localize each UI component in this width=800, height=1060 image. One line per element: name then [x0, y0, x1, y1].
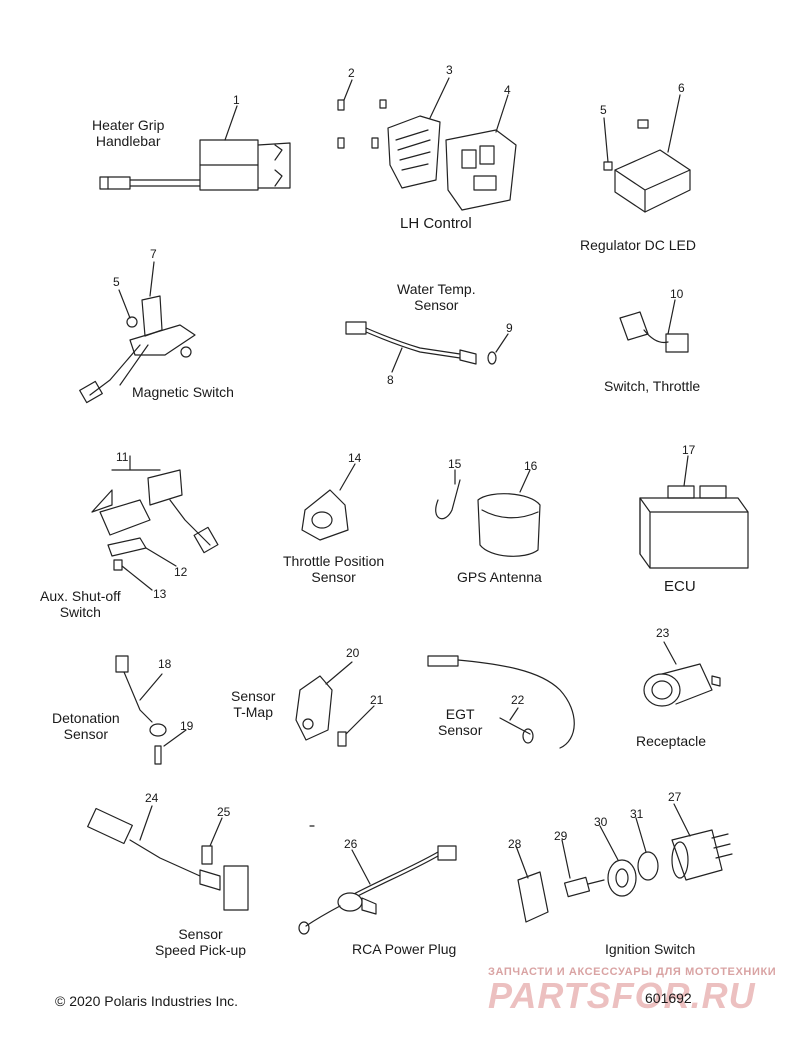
callout-5a: 5 — [600, 103, 607, 117]
label-switch-throttle: Switch, Throttle — [604, 378, 701, 394]
label-speed-pickup: Sensor Speed Pick-up — [155, 926, 247, 958]
callout-27: 27 — [668, 790, 682, 804]
throttle-position-sensor-part — [301, 463, 356, 541]
callout-20: 20 — [346, 646, 360, 660]
callout-13: 13 — [153, 587, 167, 601]
callout-19: 19 — [180, 719, 194, 733]
callout-3: 3 — [446, 63, 453, 77]
label-lh-control: LH Control — [400, 215, 472, 232]
screws-part — [337, 79, 387, 149]
label-heater-grip: Heater Grip Handlebar — [92, 117, 165, 149]
callout-21: 21 — [370, 693, 384, 707]
label-throttle-position: Throttle Position Sensor — [283, 553, 385, 585]
callout-24: 24 — [145, 791, 159, 805]
callout-28: 28 — [508, 837, 522, 851]
label-water-temp: Water Temp. Sensor — [397, 281, 476, 313]
callout-23: 23 — [656, 626, 670, 640]
callout-12: 12 — [174, 565, 188, 579]
ignition-switch-part — [515, 803, 733, 923]
ecu-part — [639, 455, 749, 569]
watermark-tagline: ЗАПЧАСТИ И АКСЕССУАРЫ ДЛЯ МОТОТЕХНИКИ — [488, 966, 777, 978]
speed-pickup-part — [87, 805, 249, 911]
detonation-sensor-part — [115, 655, 187, 765]
label-ignition: Ignition Switch — [605, 941, 696, 957]
label-receptacle: Receptacle — [636, 733, 707, 749]
callout-18: 18 — [158, 657, 172, 671]
copyright-text: © 2020 Polaris Industries Inc. — [55, 993, 239, 1009]
callout-10: 10 — [670, 287, 684, 301]
label-gps-antenna: GPS Antenna — [457, 569, 542, 585]
gps-antenna-part — [435, 469, 541, 557]
callout-25: 25 — [217, 805, 231, 819]
callout-30: 30 — [594, 815, 608, 829]
callout-6: 6 — [678, 81, 685, 95]
callout-7: 7 — [150, 247, 157, 261]
callout-17: 17 — [682, 443, 696, 457]
label-sensor-tmap: Sensor T-Map — [231, 688, 276, 720]
aux-shutoff-switch-part — [91, 455, 219, 591]
sensor-tmap-part — [295, 661, 375, 747]
callout-8: 8 — [387, 373, 394, 387]
callout-2: 2 — [348, 66, 355, 80]
callout-26: 26 — [344, 837, 358, 851]
callout-16: 16 — [524, 459, 538, 473]
egt-sensor-part — [427, 655, 575, 749]
watermark-logo: PARTSFOR.RU — [488, 975, 756, 1016]
throttle-switch-part — [619, 299, 689, 353]
receptacle-part — [643, 641, 721, 707]
label-rca-plug: RCA Power Plug — [352, 941, 457, 957]
callout-22: 22 — [511, 693, 525, 707]
callout-1: 1 — [233, 93, 240, 107]
callout-15: 15 — [448, 457, 462, 471]
diagram-number: 601692 — [645, 990, 692, 1006]
heater-grip-part — [99, 105, 291, 191]
label-magnetic-switch: Magnetic Switch — [132, 384, 234, 400]
label-aux-shutoff: Aux. Shut-off Switch — [40, 588, 121, 620]
callout-5b: 5 — [113, 275, 120, 289]
lh-control-switch — [445, 94, 517, 211]
callout-31: 31 — [630, 807, 644, 821]
label-egt: EGT Sensor — [438, 706, 483, 738]
label-ecu: ECU — [664, 578, 696, 595]
magnetic-switch-part — [79, 261, 196, 404]
rca-plug-part — [298, 845, 457, 935]
callout-9: 9 — [506, 321, 513, 335]
regulator-part — [603, 94, 691, 213]
callout-4: 4 — [504, 83, 511, 97]
callout-29: 29 — [554, 829, 568, 843]
callout-11: 11 — [116, 450, 129, 464]
label-detonation: Detonation Sensor — [52, 710, 120, 742]
water-temp-sensor-part — [345, 321, 509, 373]
lh-control-housing — [387, 77, 450, 189]
label-regulator: Regulator DC LED — [580, 237, 696, 253]
callout-14: 14 — [348, 451, 362, 465]
